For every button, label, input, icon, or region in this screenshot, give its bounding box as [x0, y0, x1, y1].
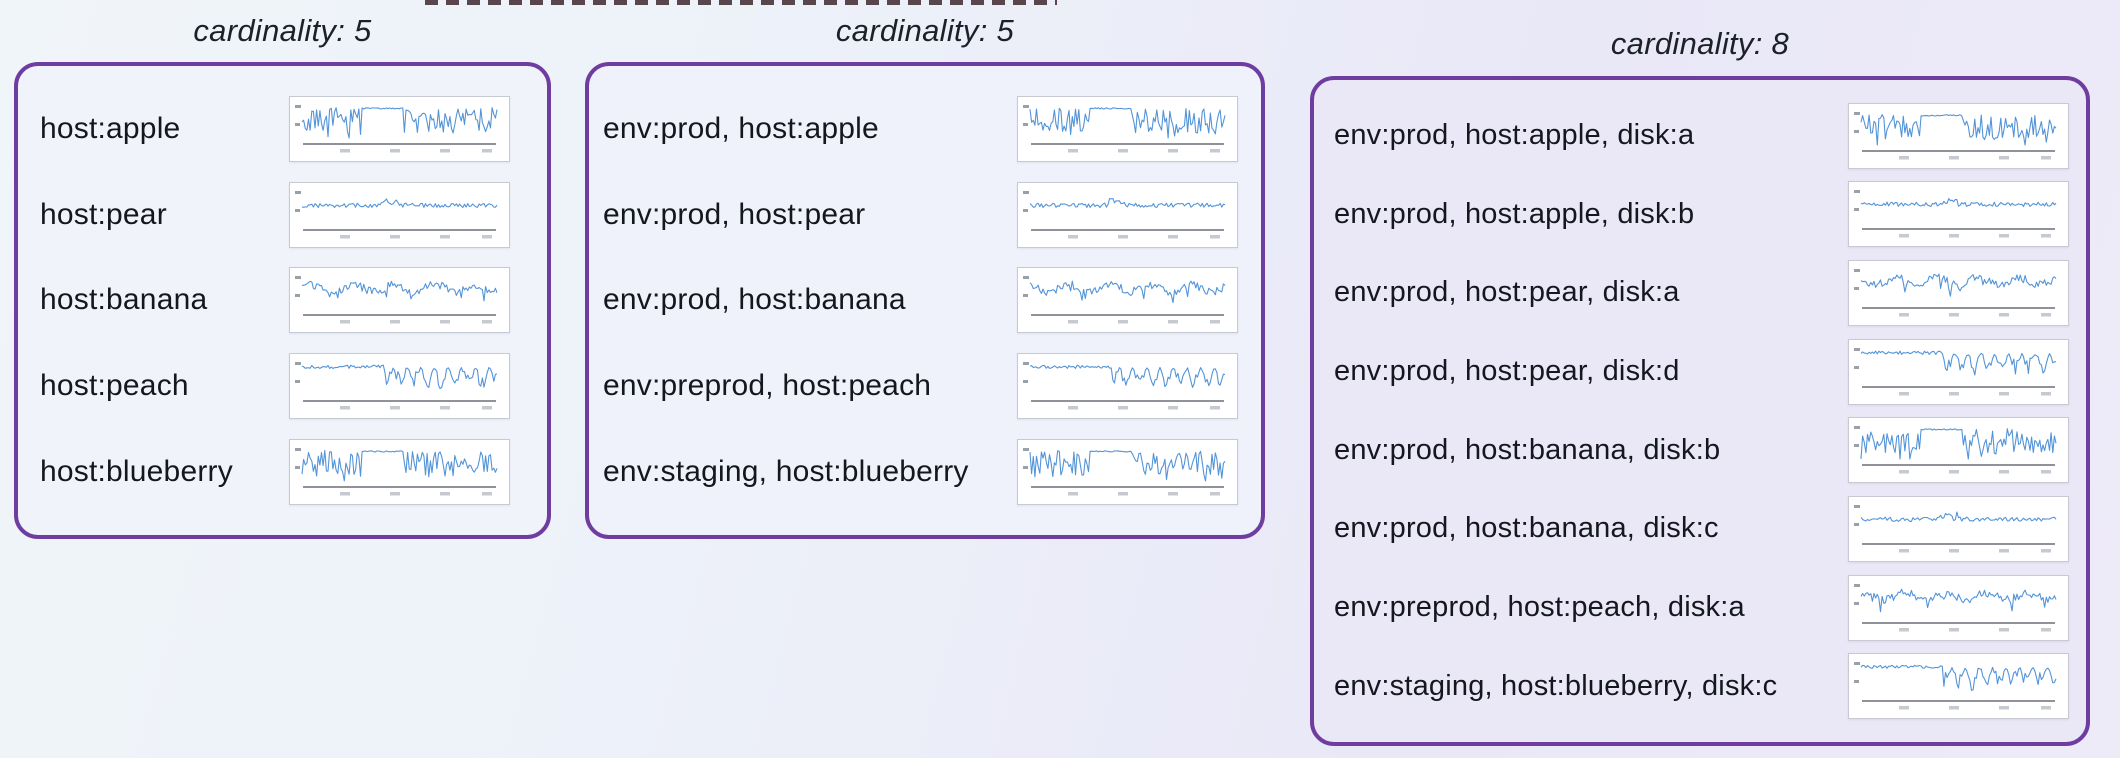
tag-series-row: env:prod, host:apple	[589, 95, 1261, 162]
tag-label: host:apple	[40, 111, 181, 145]
timeseries-sparkline	[1848, 338, 2069, 405]
tag-series-row: env:preprod, host:peach, disk:a	[1314, 574, 2086, 641]
timeseries-sparkline	[1017, 439, 1238, 506]
tag-series-row: env:prod, host:apple, disk:b	[1314, 181, 2086, 248]
tag-label: host:peach	[40, 369, 189, 403]
timeseries-sparkline	[289, 267, 510, 334]
timeseries-sparkline	[1848, 495, 2069, 562]
tag-label: env:staging, host:blueberry	[603, 455, 969, 489]
tag-series-row: host:pear	[18, 181, 547, 248]
tag-label: env:prod, host:pear, disk:a	[1334, 276, 1680, 309]
tag-label: env:prod, host:apple, disk:b	[1334, 197, 1695, 230]
timeseries-sparkline	[1848, 417, 2069, 484]
timeseries-sparkline	[1017, 353, 1238, 420]
group-title: cardinality: 5	[835, 13, 1015, 48]
tag-series-row: env:prod, host:apple, disk:a	[1314, 102, 2086, 169]
cropped-text-remnant	[425, 0, 1057, 5]
timeseries-sparkline	[289, 439, 510, 506]
tag-label: env:prod, host:banana	[603, 283, 906, 317]
cardinality-panel: env:prod, host:apple env:prod, host:pear e…	[585, 62, 1265, 539]
group-title: cardinality: 8	[1610, 26, 1790, 61]
timeseries-sparkline	[1848, 102, 2069, 169]
tag-label: env:prod, host:banana, disk:b	[1334, 433, 1721, 466]
timeseries-sparkline	[289, 95, 510, 162]
tag-series-row: env:prod, host:pear, disk:a	[1314, 259, 2086, 326]
tag-label: host:blueberry	[40, 455, 233, 489]
tag-series-row: env:prod, host:banana	[589, 267, 1261, 334]
timeseries-sparkline	[289, 181, 510, 248]
tag-series-row: host:peach	[18, 353, 547, 420]
tag-label: env:prod, host:pear, disk:d	[1334, 355, 1680, 388]
tag-label: env:prod, host:pear	[603, 197, 866, 231]
tag-series-row: env:preprod, host:peach	[589, 353, 1261, 420]
timeseries-sparkline	[1017, 181, 1238, 248]
timeseries-sparkline	[1848, 181, 2069, 248]
tag-label: env:staging, host:blueberry, disk:c	[1334, 669, 1778, 702]
tag-label: env:prod, host:banana, disk:c	[1334, 512, 1719, 545]
timeseries-sparkline	[1848, 574, 2069, 641]
tag-series-row: env:staging, host:blueberry, disk:c	[1314, 653, 2086, 720]
cardinality-panel: env:prod, host:apple, disk:a env:prod, ho…	[1310, 76, 2090, 746]
tag-series-row: host:banana	[18, 267, 547, 334]
tag-series-row: env:prod, host:pear	[589, 181, 1261, 248]
tag-series-row: env:prod, host:banana, disk:b	[1314, 417, 2086, 484]
timeseries-sparkline	[1017, 95, 1238, 162]
tag-label: env:prod, host:apple, disk:a	[1334, 119, 1695, 152]
tag-series-row: host:apple	[18, 95, 547, 162]
tag-series-row: env:prod, host:banana, disk:c	[1314, 495, 2086, 562]
tag-label: host:banana	[40, 283, 208, 317]
tag-series-row: env:staging, host:blueberry	[589, 439, 1261, 506]
tag-label: env:preprod, host:peach	[603, 369, 932, 403]
tag-series-row: host:blueberry	[18, 439, 547, 506]
timeseries-sparkline	[1017, 267, 1238, 334]
tag-label: env:preprod, host:peach, disk:a	[1334, 591, 1745, 624]
timeseries-sparkline	[1848, 259, 2069, 326]
tag-label: env:prod, host:apple	[603, 111, 879, 145]
tag-series-row: env:prod, host:pear, disk:d	[1314, 338, 2086, 405]
timeseries-sparkline	[1848, 653, 2069, 720]
tag-label: host:pear	[40, 197, 167, 231]
timeseries-sparkline	[289, 353, 510, 420]
group-title: cardinality: 5	[193, 13, 372, 48]
cardinality-panel: host:apple host:pear host:banana host:peach…	[14, 62, 551, 539]
